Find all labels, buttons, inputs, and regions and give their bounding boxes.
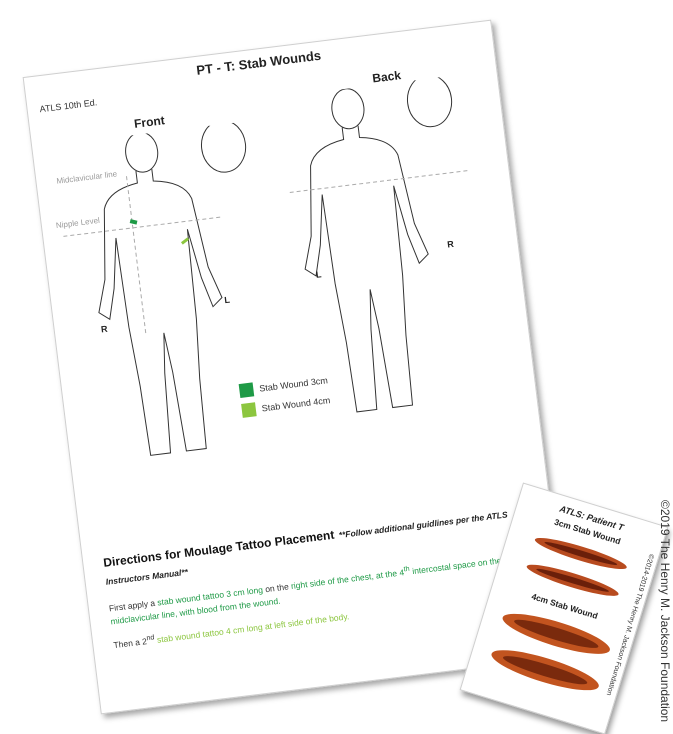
midclavicular-line [126,176,145,335]
back-head-detail [405,73,455,129]
back-right-label: R [447,239,455,250]
wound-image-3cm-b-core [535,566,609,594]
directions-title: Directions for Moulage Tattoo Placement [103,528,335,570]
direction-highlight-location: right side of the chest, at the 4 [290,567,404,591]
copyright-notice: ©2019 The Henry M. Jackson Foundation [658,500,672,722]
back-body-figure [278,73,517,425]
back-nipple-level-line [290,171,469,193]
front-right-label: R [100,324,108,335]
stab-wound-3cm-mark [130,219,138,224]
stab-wound-4cm-mark [181,237,189,244]
back-left-label: L [315,269,322,280]
direction-text: Then a 2 [113,636,148,650]
front-head-detail [199,121,249,175]
front-left-label: L [224,295,231,306]
legend-swatch-4cm [241,402,257,418]
front-view-label: Front [133,113,165,131]
legend-swatch-3cm [239,382,255,398]
direction-highlight-location: intercostal space on the [409,555,502,576]
wound-image-3cm-a-core [544,540,618,568]
edition-label: ATLS 10th Ed. [39,97,98,114]
direction-text: on the [262,581,291,594]
